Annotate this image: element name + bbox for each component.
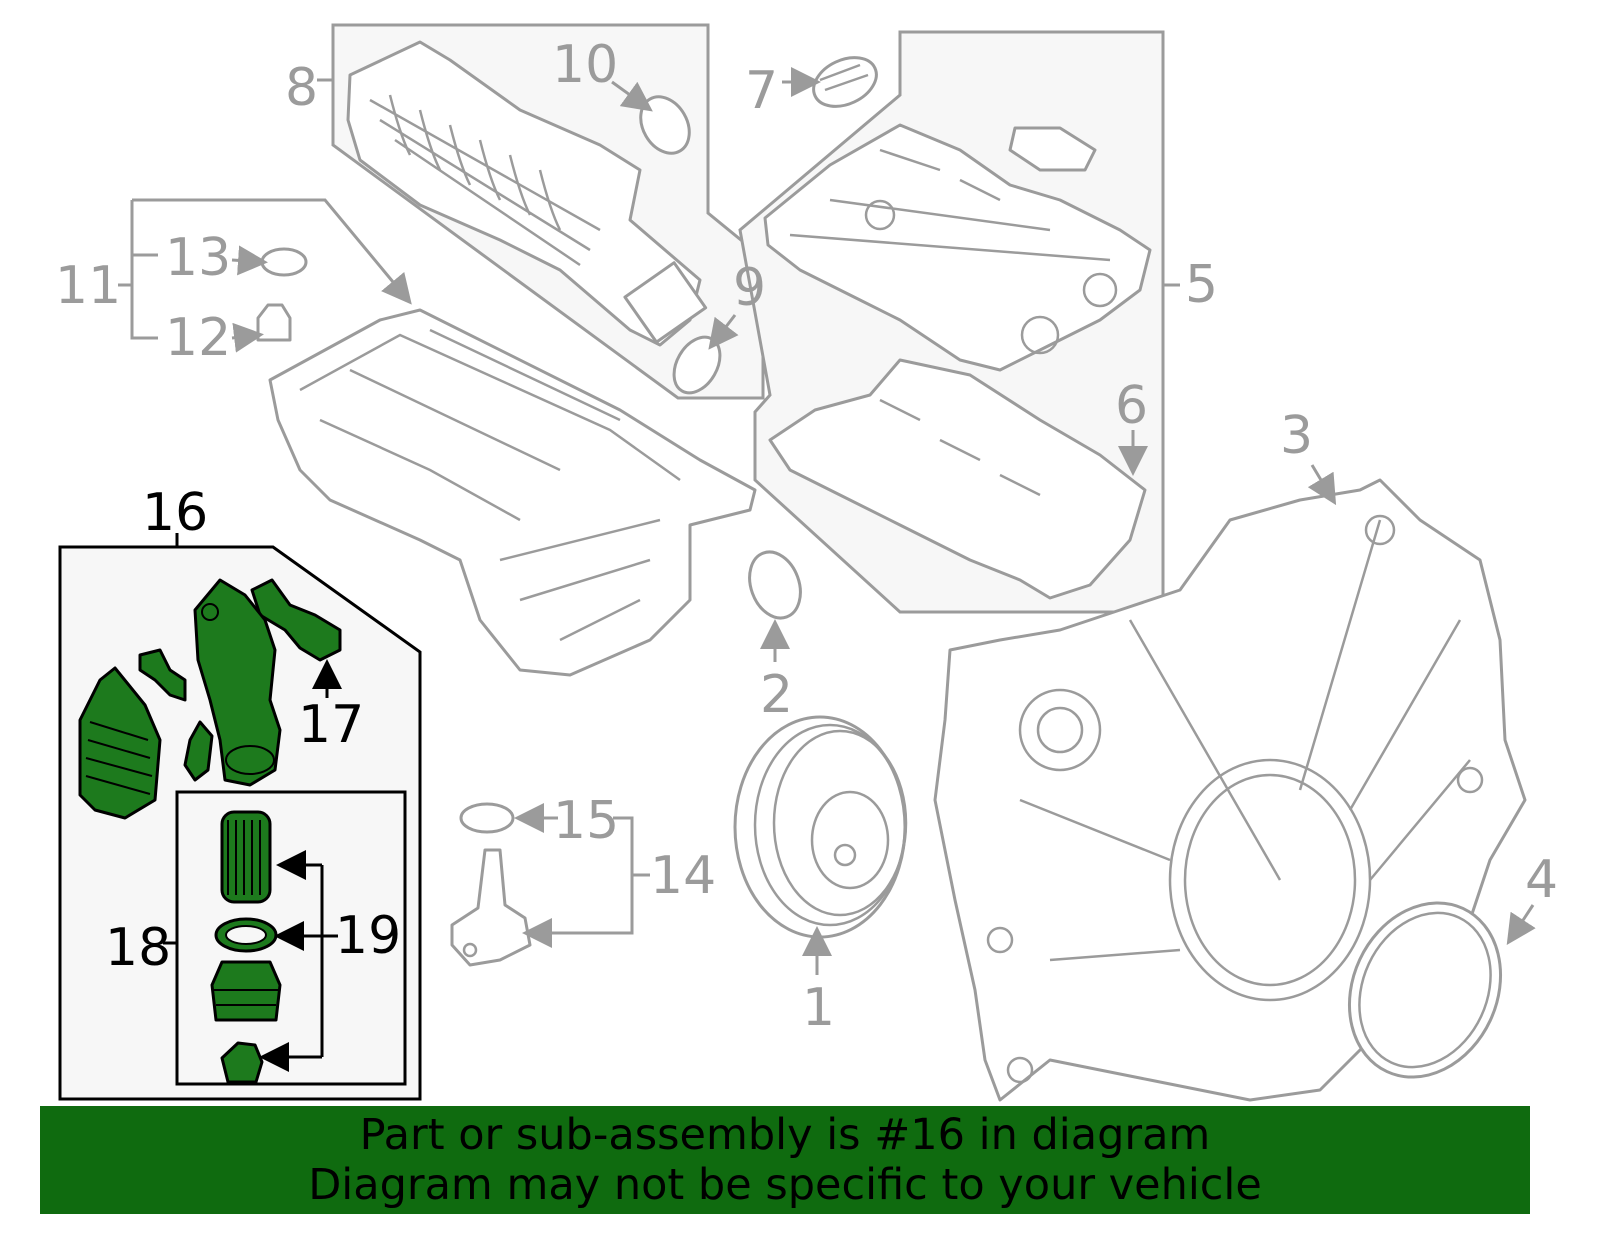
sensor-o-ring-part: [459, 802, 515, 834]
callout-17: 17: [298, 695, 364, 755]
callout-15: 15: [553, 791, 619, 851]
drain-plug-washer-part: [260, 247, 308, 277]
callout-7: 7: [745, 61, 778, 121]
callout-18: 18: [105, 918, 171, 978]
callout-16: 16: [142, 483, 208, 543]
callout-6: 6: [1115, 376, 1148, 436]
intake-manifold-part: [346, 40, 708, 347]
oil-filter-housing-highlight: [78, 578, 342, 1084]
callout-19: 19: [335, 906, 401, 966]
callout-3: 3: [1280, 406, 1313, 466]
filler-cap-part: [812, 56, 878, 108]
banner-line-1: Part or sub-assembly is #16 in diagram: [359, 1110, 1211, 1160]
crank-seal-part-4: [1347, 901, 1503, 1079]
oil-level-sensor-part: [450, 848, 532, 967]
oil-pan-part: [268, 308, 757, 677]
crank-pulley-part: [733, 715, 908, 939]
banner-line-2: Diagram may not be specific to your vehi…: [308, 1160, 1262, 1210]
valve-cover-part: [763, 123, 1152, 372]
callout-12: 12: [165, 308, 231, 368]
valve-cover-gasket-part: [768, 358, 1147, 600]
callout-14: 14: [650, 846, 716, 906]
callout-leaders-highlight: [163, 533, 342, 1072]
callout-9: 9: [733, 258, 766, 318]
callout-11: 11: [55, 256, 121, 316]
callout-2: 2: [760, 665, 793, 725]
drain-plug-part: [256, 303, 292, 342]
callout-5: 5: [1185, 255, 1218, 315]
shaft-seal-part-2: [748, 550, 802, 620]
callout-leaders: [118, 67, 1536, 975]
callout-8: 8: [285, 58, 318, 118]
notice-banner: Part or sub-assembly is #16 in diagram D…: [40, 1106, 1530, 1214]
callout-13: 13: [165, 228, 231, 288]
callout-1: 1: [802, 978, 835, 1038]
callout-10: 10: [552, 35, 618, 95]
callout-4: 4: [1525, 850, 1558, 910]
